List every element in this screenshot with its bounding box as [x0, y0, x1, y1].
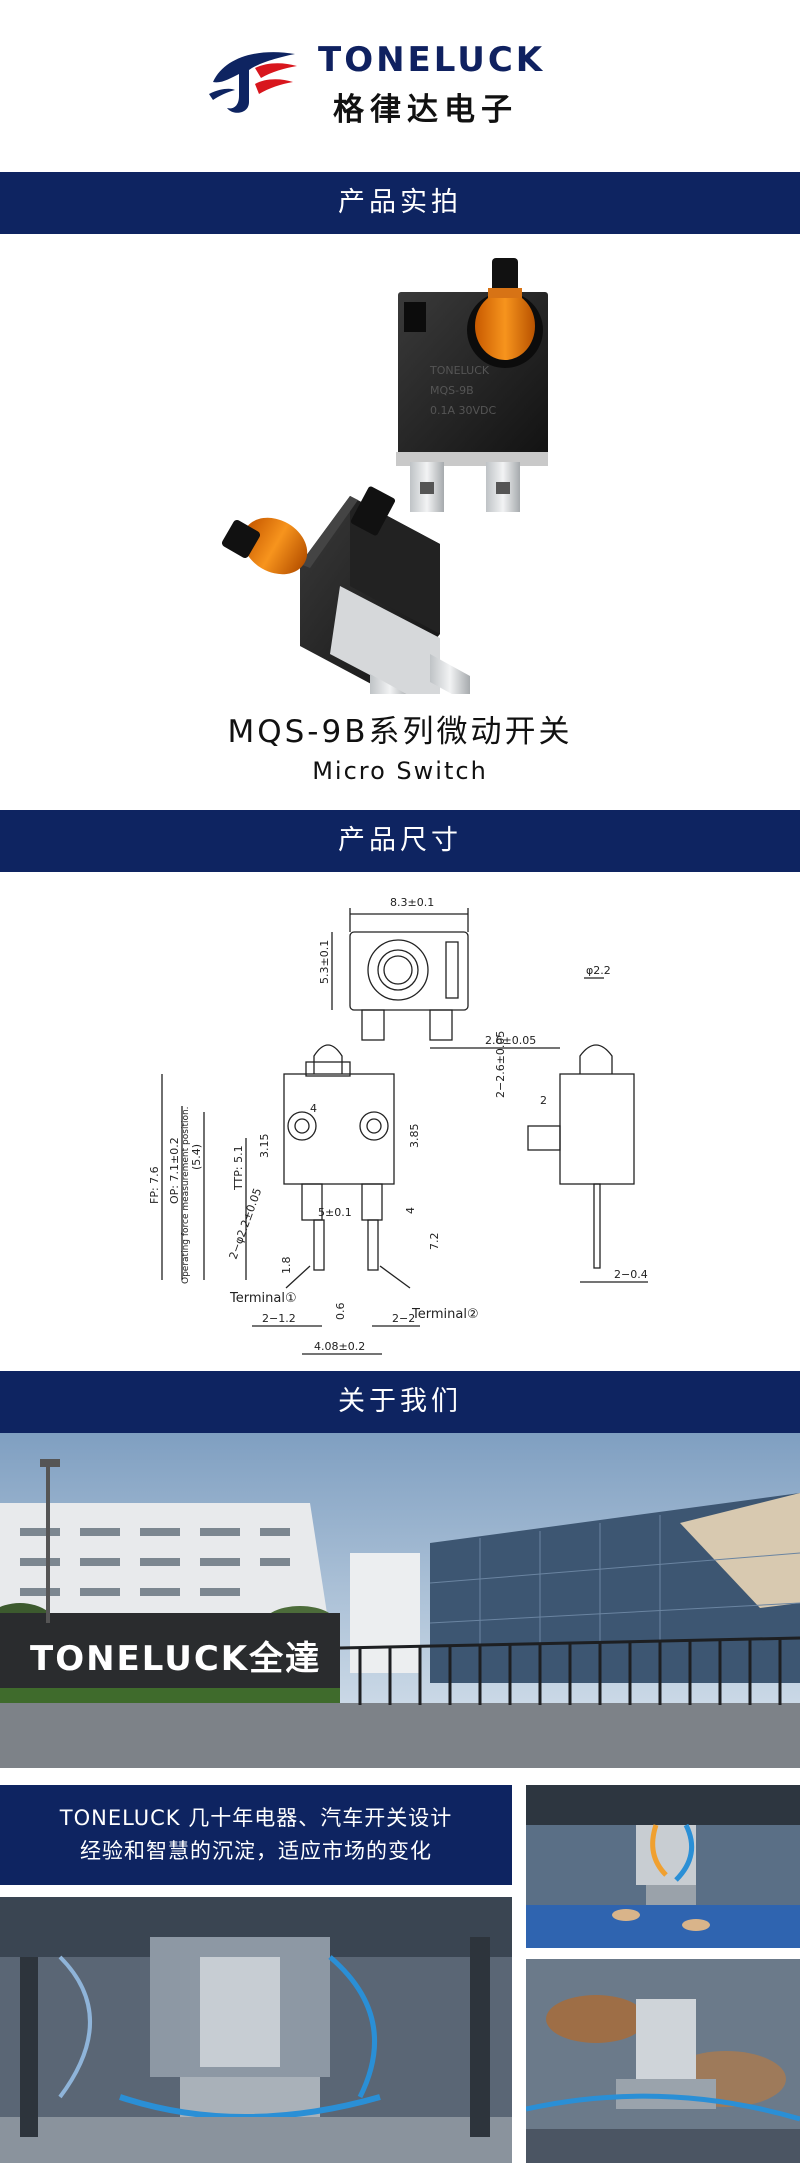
toneluck-logo-icon [209, 52, 297, 113]
workshop-photo-1 [526, 1785, 800, 1948]
dim-7-2: 7.2 [428, 1233, 441, 1251]
dim-side-slot: 2−2.6±0.05 [494, 1031, 507, 1098]
dim-pin-offset: 2.6±0.05 [485, 1034, 536, 1047]
brand-name-en: TONELUCK [318, 40, 546, 80]
dim-top-width: 8.3±0.1 [390, 896, 434, 909]
section-bar-dimensions: 产品尺寸 [0, 810, 800, 872]
front-view: FP: 7.6 OP: 7.1±0.2 (5.4) TTP: 5.1 3.15 … [148, 1044, 479, 1355]
dimension-drawing: 8.3±0.1 5.3±0.1 2.6±0.05 [0, 874, 800, 1370]
dim-ttp: TTP: 5.1 [232, 1145, 245, 1191]
product-photo-area: TONELUCK MQS-9B 0.1A 30VDC [0, 234, 800, 810]
brand-header: TONELUCK 格律达电子 [0, 0, 800, 172]
section-bar-photos: 产品实拍 [0, 172, 800, 234]
switch-photo-front: TONELUCK MQS-9B 0.1A 30VDC [396, 258, 548, 512]
dim-op: OP: 7.1±0.2 [168, 1137, 181, 1204]
workshop-photo-3 [526, 1959, 800, 2163]
dim-side-dia: φ2.2 [586, 964, 611, 977]
dim-side-0-4: 2−0.4 [614, 1268, 648, 1281]
section-title-about: 关于我们 [338, 1386, 462, 1417]
product-subtitle: Micro Switch [312, 757, 488, 785]
dim-bottom-width: 4.08±0.2 [314, 1340, 365, 1353]
section-title-dimensions: 产品尺寸 [338, 825, 462, 856]
section-title-photos: 产品实拍 [338, 187, 462, 218]
workshop-photo-2 [0, 1897, 512, 2163]
dim-4a: 4 [310, 1102, 317, 1115]
slogan-line-2: 经验和智慧的沉淀，适应市场的变化 [80, 1839, 432, 1863]
dim-3-85: 3.85 [408, 1124, 421, 1149]
dim-0-6: 0.6 [334, 1303, 347, 1321]
switch-photo-angled [221, 486, 470, 724]
dim-2-2: 2−2 [392, 1312, 415, 1325]
dim-2-1-2: 2−1.2 [262, 1312, 296, 1325]
product-photo-illustration: TONELUCK MQS-9B 0.1A 30VDC [221, 258, 548, 724]
slogan-box: TONELUCK 几十年电器、汽车开关设计 经验和智慧的沉淀，适应市场的变化 [0, 1785, 512, 1885]
side-view: φ2.2 2−2.6±0.05 2 2−0.4 [494, 964, 648, 1283]
svg-text:0.1A 30VDC: 0.1A 30VDC [430, 404, 497, 417]
note-operating-force: Operating force measurement position. [181, 1106, 191, 1284]
label-terminal-1: Terminal① [229, 1291, 297, 1306]
dim-fp: FP: 7.6 [148, 1166, 161, 1204]
dim-hole-spacing: 5±0.1 [318, 1206, 352, 1219]
slogan-line-1: TONELUCK 几十年电器、汽车开关设计 [59, 1806, 453, 1830]
dim-paren: (5.4) [190, 1144, 203, 1170]
dimension-drawing-svg: 8.3±0.1 5.3±0.1 2.6±0.05 [148, 896, 648, 1355]
svg-text:MQS-9B: MQS-9B [430, 384, 474, 397]
dim-1-8: 1.8 [280, 1257, 293, 1275]
brand-name-cn: 格律达电子 [333, 92, 518, 128]
dim-4b: 4 [404, 1207, 417, 1214]
section-bar-about: 关于我们 [0, 1371, 800, 1433]
factory-photo: TONELUCK全達 [0, 1433, 800, 1768]
dim-top-height: 5.3±0.1 [318, 940, 331, 984]
top-view: 8.3±0.1 5.3±0.1 2.6±0.05 [318, 896, 560, 1049]
label-terminal-2: Terminal② [411, 1307, 479, 1322]
dim-side-2: 2 [540, 1094, 547, 1107]
dim-3-15: 3.15 [258, 1134, 271, 1159]
factory-sign-text: TONELUCK全達 [30, 1639, 321, 1679]
svg-text:TONELUCK: TONELUCK [429, 364, 490, 377]
product-title: MQS-9B系列微动开关 [227, 714, 573, 750]
